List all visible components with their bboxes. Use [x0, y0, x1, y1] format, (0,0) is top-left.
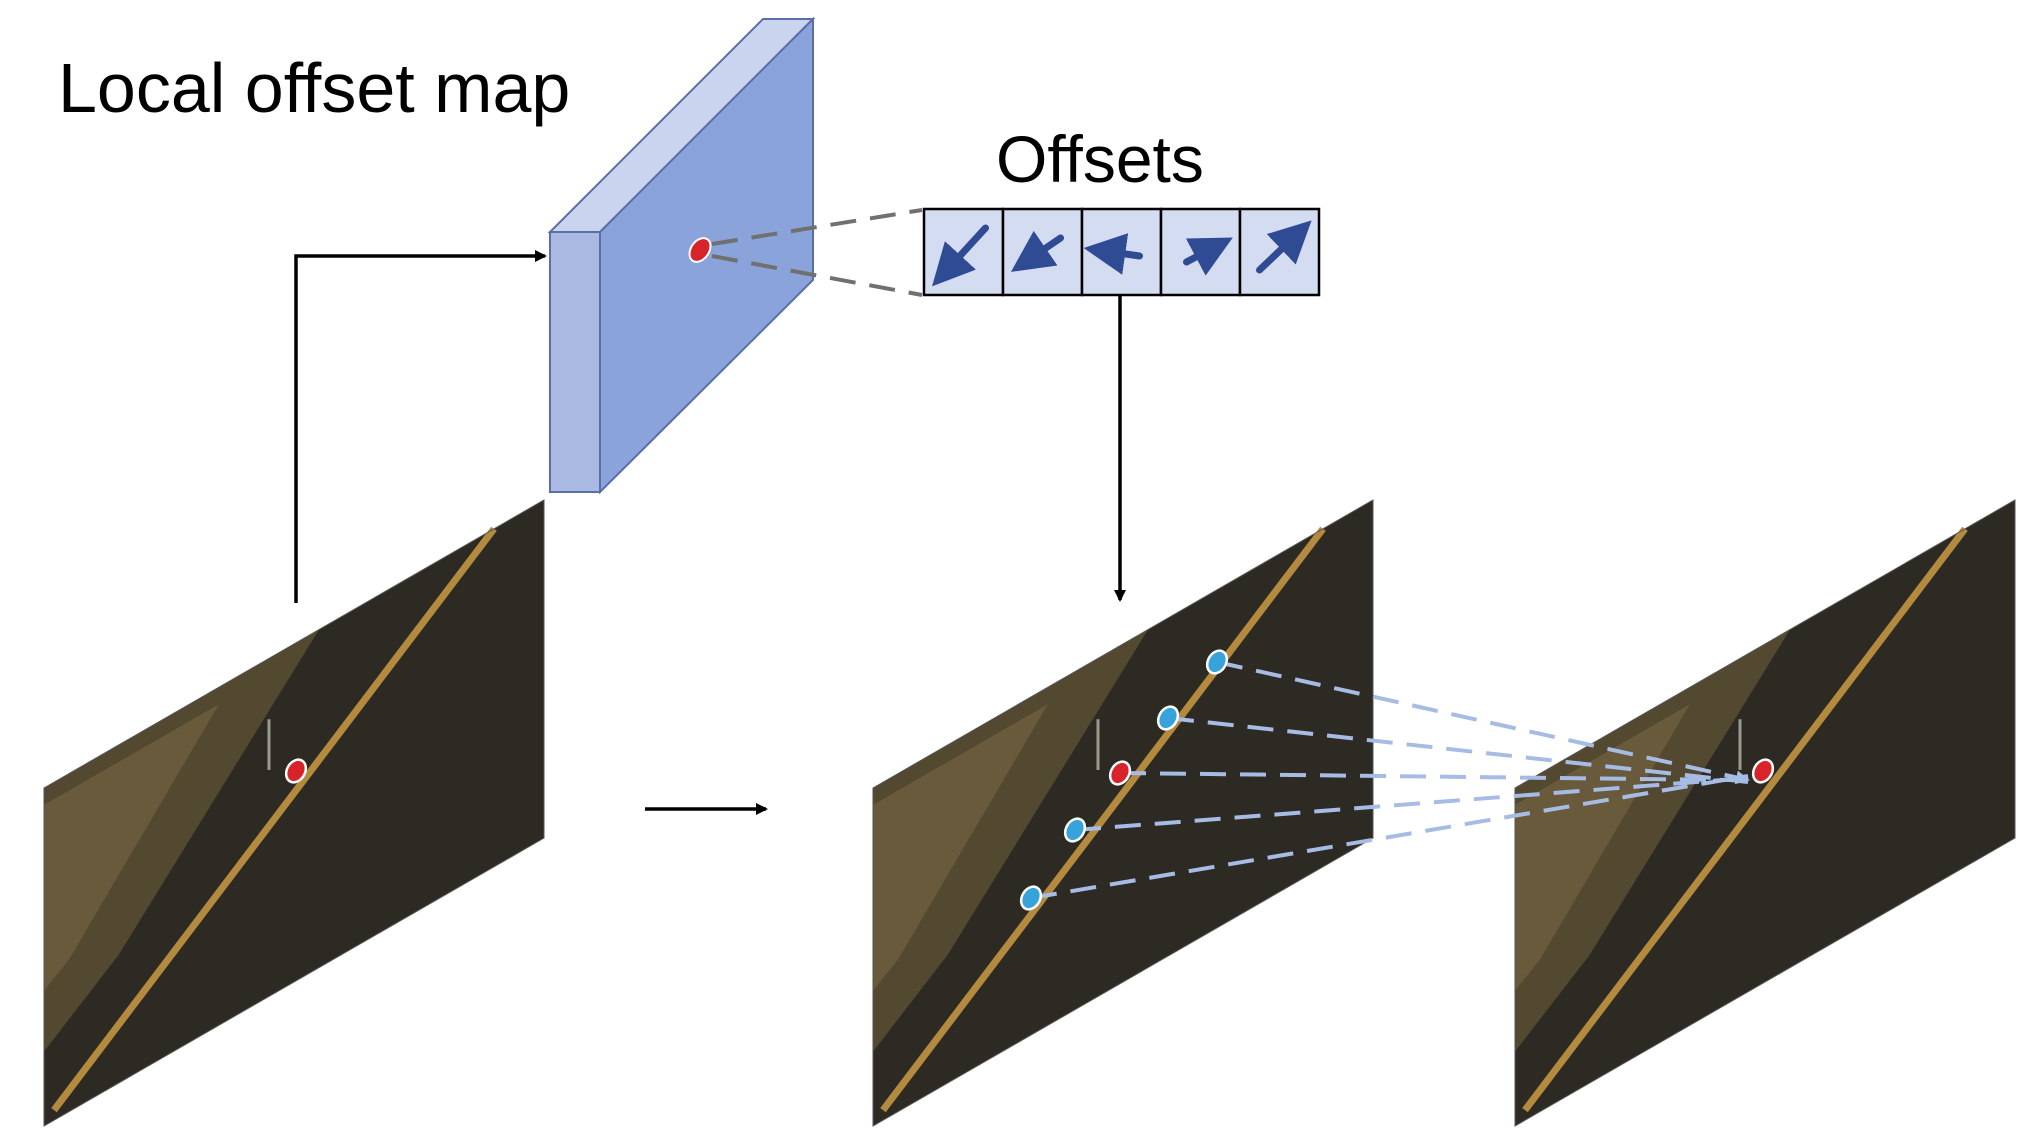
zoom-line-bottom: [711, 254, 923, 297]
aggregation-line: [1167, 716, 1749, 784]
aggregation-line: [1216, 660, 1750, 785]
road-shoulder: [873, 629, 1148, 1052]
sampled-blue-point: [1063, 817, 1087, 843]
road-surface: [44, 500, 544, 1126]
arrow-up-right-icon: [1256, 220, 1312, 274]
road-grass: [44, 704, 219, 991]
input-red-point: [284, 758, 308, 784]
input-road-image: [43, 499, 545, 1127]
offset-cell: [1001, 207, 1084, 297]
offset-cell: [1159, 207, 1242, 297]
sampled-blue-point: [1019, 885, 1043, 911]
arrow-down-left-icon: [932, 224, 989, 287]
offset-cell: [922, 207, 1005, 297]
zoom-line-top: [711, 208, 923, 246]
road-grass: [873, 704, 1048, 991]
aggregation-line: [1119, 771, 1731, 782]
road-grass: [1515, 704, 1690, 991]
aggregation-line: [1074, 776, 1749, 832]
map-red-point: [688, 237, 712, 263]
panel-border: [872, 499, 1374, 1127]
road-shoulder: [1515, 629, 1790, 1052]
aggregation-line: [1030, 774, 1749, 900]
local-offset-map: [547, 16, 816, 495]
panel-border: [1514, 499, 2016, 1127]
lane-line: [1522, 526, 1968, 1113]
road-surface: [1515, 500, 2015, 1126]
output-road-image: [1514, 499, 2016, 1127]
arrow-up-right-icon: [1183, 237, 1233, 276]
lane-line: [880, 526, 1326, 1113]
sampled-red-point: [1108, 760, 1132, 786]
offset-cell: [1080, 207, 1163, 297]
offsets-strip: [922, 207, 1321, 297]
arrow-left-icon: [1083, 233, 1143, 275]
sampled-blue-point: [1156, 705, 1180, 731]
arrow-input-to-map: [294, 250, 547, 603]
offset-cell: [1238, 207, 1321, 297]
map-side-face: [549, 231, 601, 493]
title-label: Local offset map: [58, 49, 570, 127]
road-shoulder: [44, 629, 319, 1052]
road-panels: [43, 499, 2016, 1127]
panel-border: [43, 499, 545, 1127]
road-surface: [873, 500, 1373, 1126]
arrow-down-left-icon: [1010, 230, 1064, 272]
lane-line: [51, 526, 497, 1113]
offsets-label: Offsets: [996, 122, 1204, 196]
sampling-points: [284, 649, 1775, 911]
sampled-road-image: [872, 499, 1374, 1127]
sampled-blue-point: [1205, 649, 1229, 675]
output-red-point: [1751, 758, 1775, 784]
